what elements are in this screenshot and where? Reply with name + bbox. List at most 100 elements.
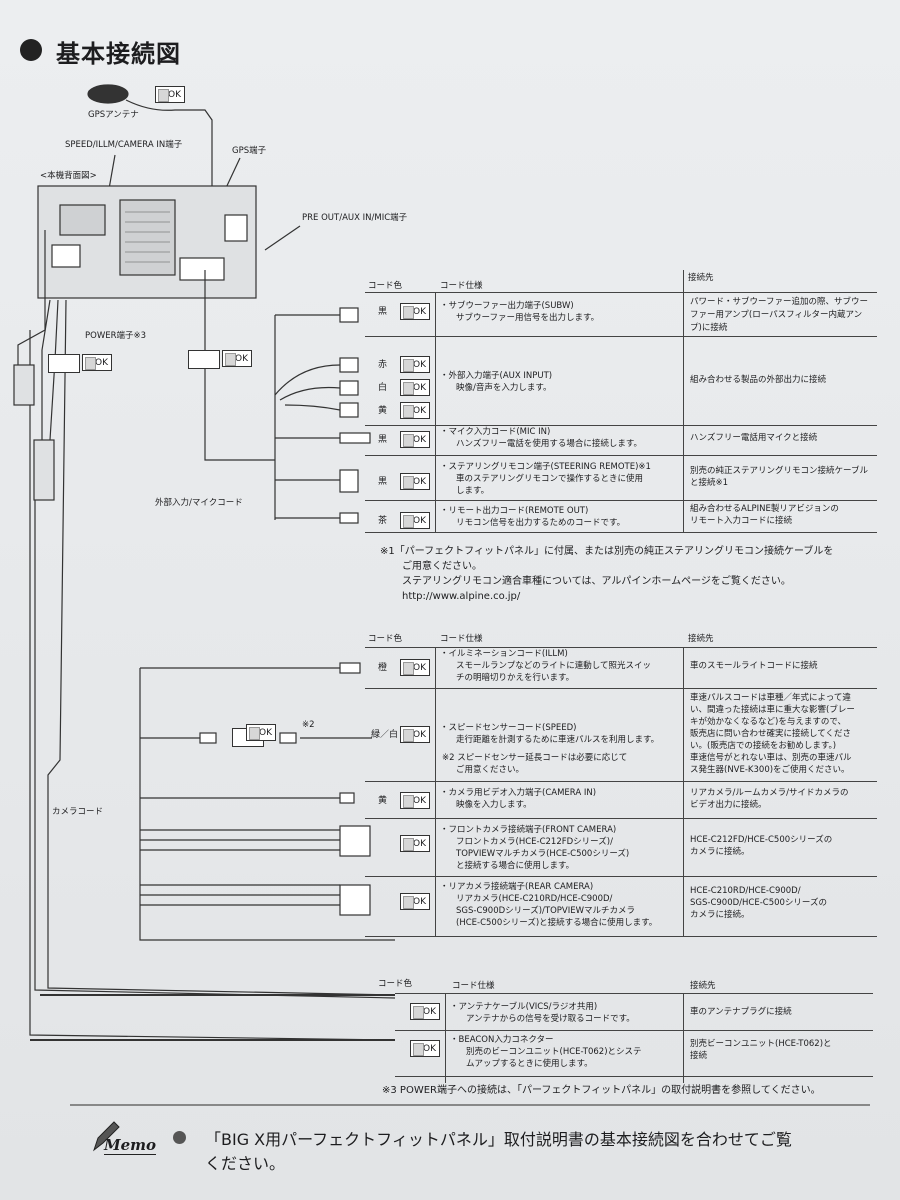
ok-check-box: OK bbox=[400, 473, 430, 490]
cord-color-label: 黒 bbox=[378, 307, 388, 317]
spec-text: と接続する場合に使用します。 bbox=[456, 861, 575, 871]
dest-text: 組み合わせるALPINE製リアビジョンの bbox=[690, 504, 839, 514]
spec-text: 車のステアリングリモコンで操作するときに使用 bbox=[456, 474, 644, 484]
cord-color-label: 黒 bbox=[378, 435, 388, 445]
cord-color-label: 赤 bbox=[378, 360, 388, 370]
dest-text: と接続※1 bbox=[690, 478, 729, 488]
note1-line: ステアリングリモコン適合車種については、アルパインホームページをご覧ください。 bbox=[402, 576, 791, 587]
spec-text: ・マイク入力コード(MIC IN) bbox=[440, 427, 551, 437]
dest-text: い、間違った接続は車に重大な影響(ブレー bbox=[690, 705, 855, 715]
ok-check-box: OK bbox=[400, 659, 430, 676]
dest-text: ハンズフリー電話用マイクと接続 bbox=[690, 433, 818, 443]
spec-text: ハンズフリー電話を使用する場合に接続します。 bbox=[456, 439, 642, 449]
table1-header-spec: コード仕様 bbox=[440, 281, 483, 291]
dest-text: SGS-C900D/HCE-C500シリーズの bbox=[690, 898, 828, 908]
dest-text: 車のアンテナプラグに接続 bbox=[690, 1007, 792, 1017]
spec-text: します。 bbox=[456, 486, 490, 496]
table3-header-dest: 接続先 bbox=[690, 981, 716, 991]
ok-check-box: OK bbox=[246, 724, 276, 741]
title-bullet-icon bbox=[20, 39, 42, 61]
cord-color-label: 緑／白 bbox=[371, 730, 399, 740]
spec-text: リアカメラ(HCE-C210RD/HCE-C900D/ bbox=[456, 894, 613, 904]
memo-pencil-icon bbox=[93, 1121, 120, 1152]
dest-text: リアカメラ/ルームカメラ/サイドカメラの bbox=[690, 788, 849, 798]
spec-text: 映像/音声を入力します。 bbox=[456, 383, 552, 393]
memo-line: 「BIG X用パーフェクトフィットパネル」取付説明書の基本接続図を合わせてご覧 bbox=[205, 1130, 792, 1149]
spec-text: ・リモート出力コード(REMOTE OUT) bbox=[440, 506, 589, 516]
spec-text: ・フロントカメラ接続端子(FRONT CAMERA) bbox=[440, 825, 617, 835]
spec-text: ・リアカメラ接続端子(REAR CAMERA) bbox=[440, 882, 594, 892]
spec-text: ※2 スピードセンサー延長コードは必要に応じて bbox=[442, 753, 628, 763]
memo-bullet-icon bbox=[173, 1131, 186, 1144]
cord-color-label: 橙 bbox=[378, 663, 388, 673]
gps-terminal-label: GPS端子 bbox=[232, 146, 267, 156]
ok-check-box: OK bbox=[82, 354, 112, 371]
dest-text: キが効かなくなるなど)を与えますので、 bbox=[690, 717, 846, 727]
gps-antenna-icon bbox=[87, 84, 129, 104]
dest-text: リモート入力コードに接続 bbox=[690, 516, 793, 526]
ok-check-box: OK bbox=[410, 1040, 440, 1057]
dest-text: 接続 bbox=[690, 1051, 708, 1061]
ok-check-box: OK bbox=[400, 356, 430, 373]
ok-check-box: OK bbox=[400, 835, 430, 852]
ok-check-box: OK bbox=[400, 512, 430, 529]
homepage-url: http://www.alpine.co.jp/ bbox=[402, 591, 521, 602]
dest-text: 車速信号がとれない車は、別売の車速パル bbox=[690, 753, 852, 763]
dest-text: 組み合わせる製品の外部出力に接続 bbox=[690, 375, 827, 385]
spec-text: 別売のビーコンユニット(HCE-T062)とシステ bbox=[466, 1047, 642, 1057]
spec-text: アンテナからの信号を受け取るコードです。 bbox=[466, 1014, 635, 1024]
ok-check-box: OK bbox=[155, 86, 185, 103]
spec-text: ・イルミネーションコード(ILLM) bbox=[440, 649, 568, 659]
table1-header-color: コード色 bbox=[368, 281, 403, 291]
dest-text: 車速パルスコードは車種／年式によって違 bbox=[690, 693, 851, 703]
table3-header-spec: コード仕様 bbox=[452, 981, 495, 991]
ok-check-box: OK bbox=[400, 431, 430, 448]
memo-text: 「BIG X用パーフェクトフィットパネル」取付説明書の基本接続図を合わせてご覧 … bbox=[205, 1128, 845, 1176]
spec-text: ムアップするときに使用します。 bbox=[466, 1059, 593, 1069]
ok-check-box: OK bbox=[400, 792, 430, 809]
speed-illm-camera-label: SPEED/ILLM/CAMERA IN端子 bbox=[65, 140, 183, 150]
blank-check-box bbox=[188, 350, 220, 369]
dest-text: HCE-C212FD/HCE-C500シリーズの bbox=[690, 835, 833, 845]
cord-color-label: 黄 bbox=[378, 406, 388, 416]
ok-check-box: OK bbox=[400, 893, 430, 910]
page-title: 基本接続図 bbox=[56, 40, 181, 68]
dest-text: パワード・サブウーファー追加の際、サブウーファー用アンプ(ローパスフィルター内蔵… bbox=[690, 297, 868, 333]
ok-check-box: OK bbox=[400, 402, 430, 419]
pre-out-label: PRE OUT/AUX IN/MIC端子 bbox=[302, 213, 408, 223]
note1-line: ※1「パーフェクトフィットパネル」に付属、または別売の純正ステアリングリモコン接… bbox=[380, 546, 834, 557]
spec-text: ・スピードセンサーコード(SPEED) bbox=[440, 723, 577, 733]
spec-text: (HCE-C500シリーズ)と接続する場合に使用します。 bbox=[456, 918, 658, 928]
table2-header-dest: 接続先 bbox=[688, 634, 714, 644]
spec-text: チの明暗切りかえを行います。 bbox=[456, 673, 575, 683]
cord-color-label: 黒 bbox=[378, 477, 388, 487]
ok-check-box: OK bbox=[400, 726, 430, 743]
spec-text: ・アンテナケーブル(VICS/ラジオ共用) bbox=[450, 1002, 598, 1012]
note3: ※3 POWER端子への接続は、「パーフェクトフィットパネル」の取付説明書を参照… bbox=[382, 1085, 821, 1096]
dest-text: 販売店に問い合わせ確実に接続してくださ bbox=[690, 729, 851, 739]
table1-header-dest: 接続先 bbox=[688, 273, 714, 283]
spec-text: ・ステアリングリモコン端子(STEERING REMOTE)※1 bbox=[440, 462, 651, 472]
spec-text: ご用意ください。 bbox=[456, 765, 525, 775]
spec-text: フロントカメラ(HCE-C212FDシリーズ)/ bbox=[456, 837, 613, 847]
spec-text: リモコン信号を出力するためのコードです。 bbox=[456, 518, 626, 528]
cord-color-label: 茶 bbox=[378, 516, 388, 526]
ok-check-box: OK bbox=[410, 1003, 440, 1020]
spec-text: ・BEACON入力コネクター bbox=[450, 1035, 554, 1045]
gps-antenna-label: GPSアンテナ bbox=[88, 110, 139, 120]
spec-text: SGS-C900Dシリーズ)/TOPVIEWマルチカメラ bbox=[456, 906, 636, 916]
camera-cord-label: カメラコード bbox=[52, 807, 104, 817]
spec-text: 映像を入力します。 bbox=[456, 800, 532, 810]
dest-text: 車のスモールライトコードに接続 bbox=[690, 661, 818, 671]
dest-text: ビデオ出力に接続。 bbox=[690, 800, 767, 810]
ext-input-mic-cord-label: 外部入力/マイクコード bbox=[155, 498, 243, 508]
spec-text: スモールランプなどのライトに連動して照光スイッ bbox=[456, 661, 651, 671]
dest-text: HCE-C210RD/HCE-C900D/ bbox=[690, 886, 801, 896]
power-terminal-label: POWER端子※3 bbox=[85, 331, 147, 341]
dest-text: 別売の純正ステアリングリモコン接続ケーブル bbox=[690, 466, 868, 476]
spec-text: ・サブウーファー出力端子(SUBW) bbox=[440, 301, 574, 311]
dest-text: ス発生器(NVE-K300)をご使用ください。 bbox=[690, 765, 850, 775]
cord-color-label: 黄 bbox=[378, 796, 388, 806]
